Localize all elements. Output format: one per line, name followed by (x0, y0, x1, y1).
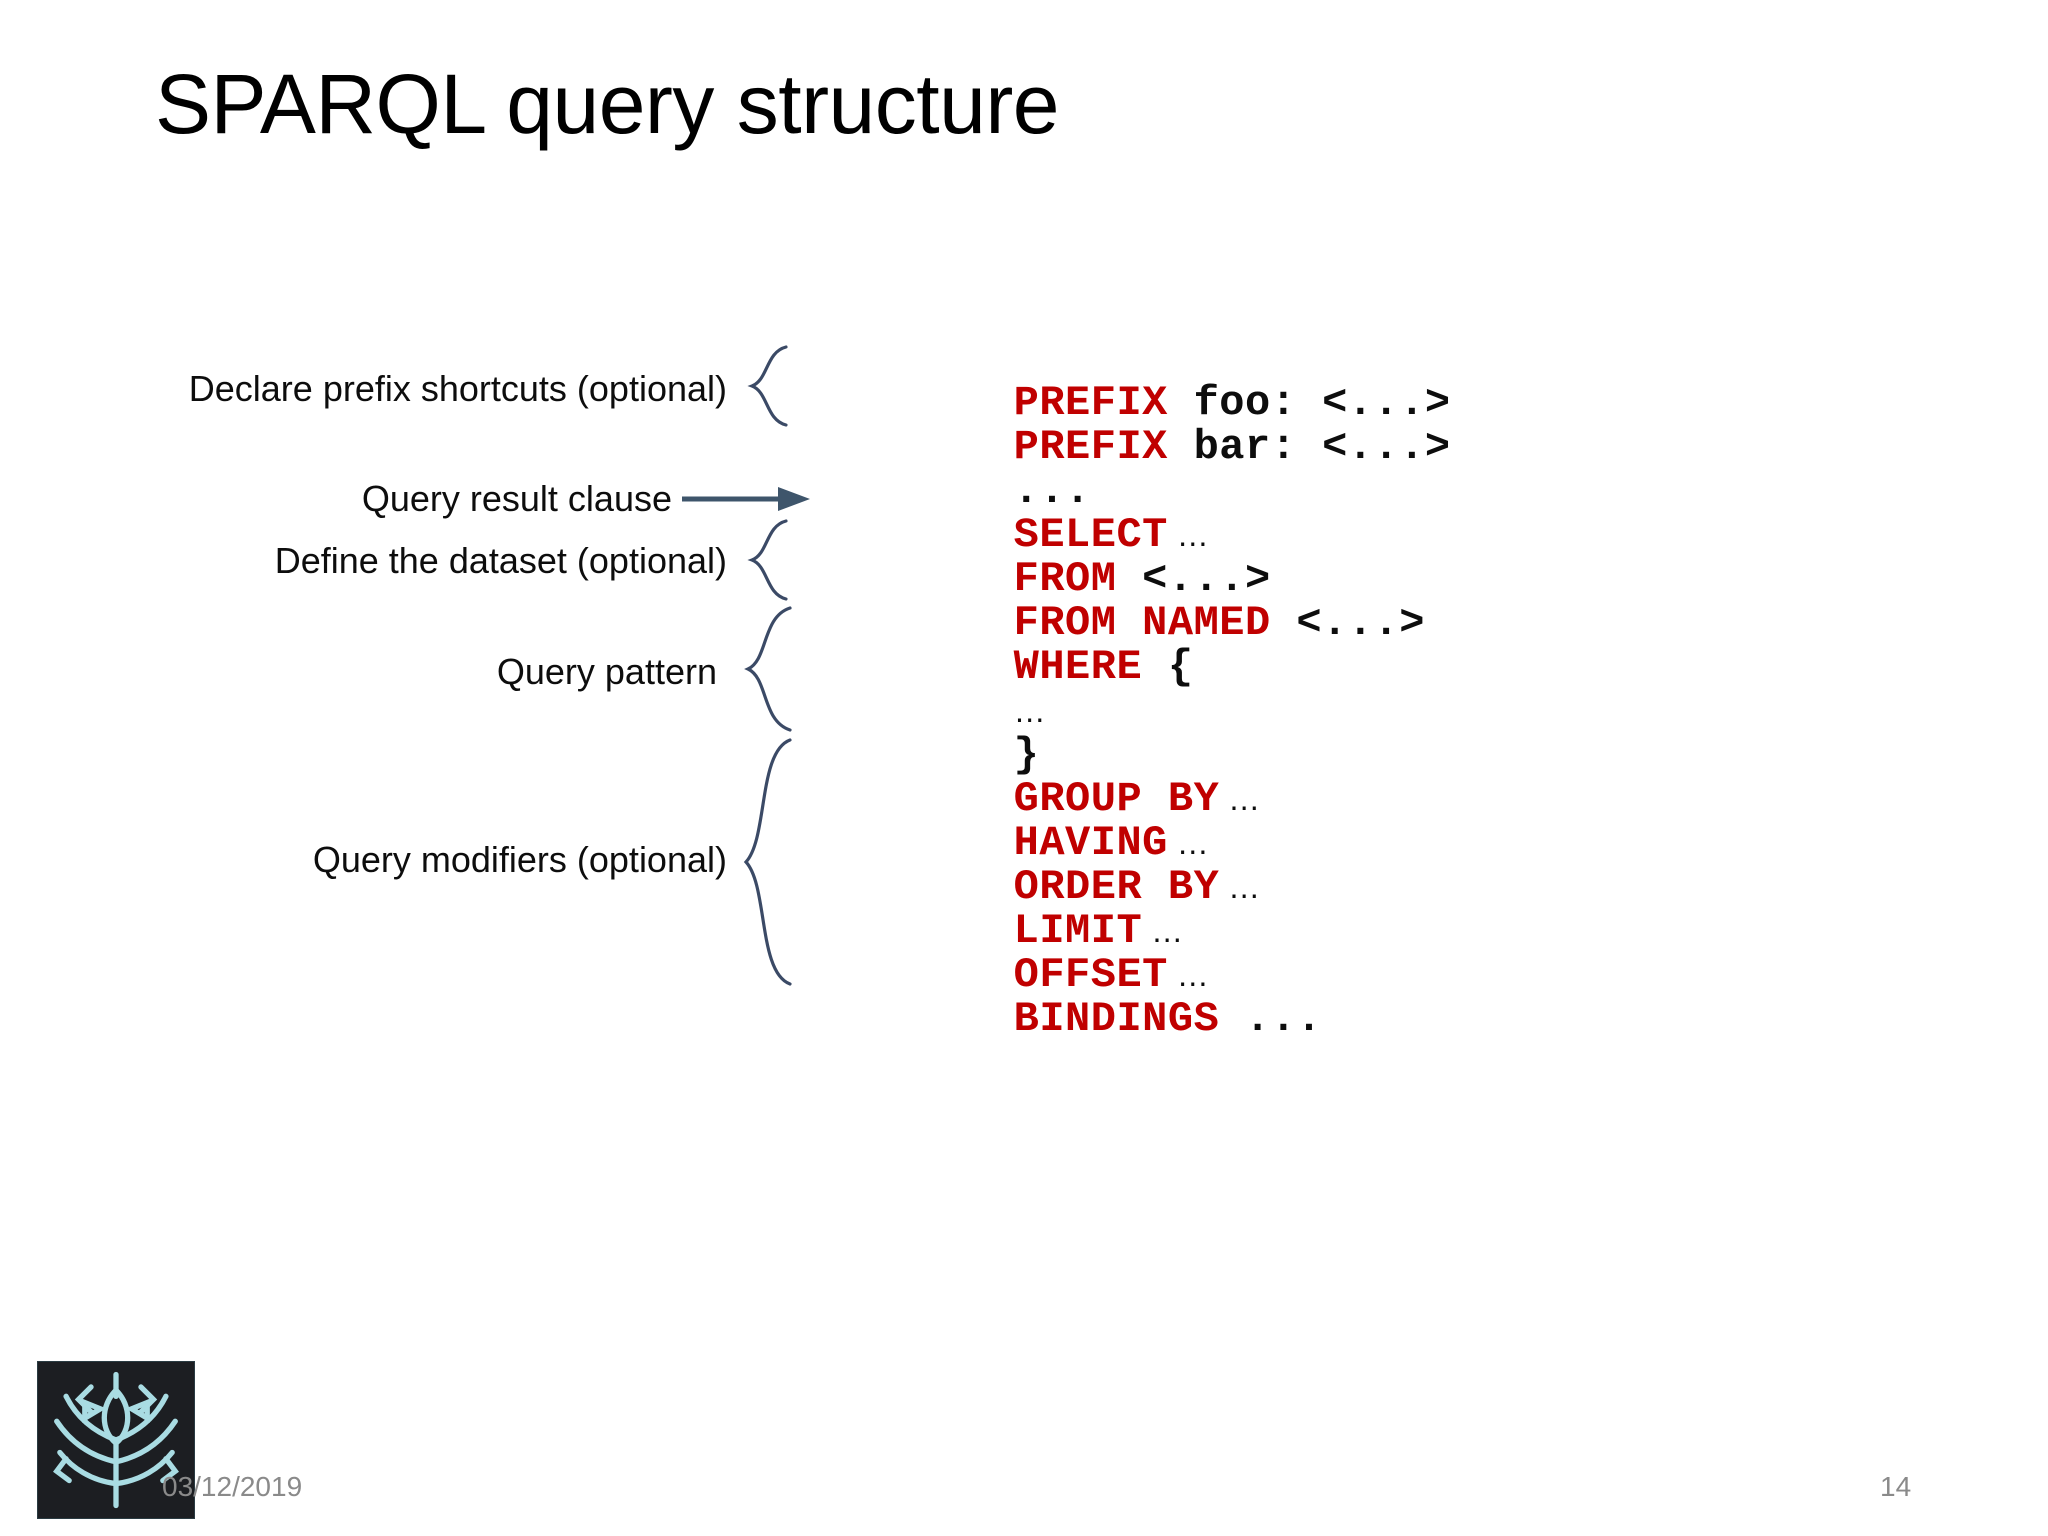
code-keyword: FROM NAMED (1013, 599, 1271, 647)
brace-prefix-icon (747, 345, 788, 427)
code-line-offset: OFFSET … (808, 909, 1508, 997)
code-line-from-named: FROM NAMED <...> (808, 557, 1508, 645)
code-keyword: OFFSET (1013, 951, 1168, 999)
code-rest: ... (1219, 995, 1323, 1043)
code-keyword: PREFIX (1013, 423, 1168, 471)
code-line-where-close: } (808, 689, 1508, 777)
page-number: 14 (1880, 1471, 1912, 1502)
code-keyword: PREFIX (1013, 379, 1168, 427)
code-line-prefix-more: ... (808, 425, 1508, 513)
annotation-label-result-clause: Query result clause (361, 478, 672, 519)
code-rest: foo: <...> (1167, 379, 1451, 427)
code-keyword: WHERE (1013, 643, 1143, 691)
brace-dataset-icon (747, 519, 788, 601)
code-ellipsis: … (1219, 869, 1261, 905)
code-rest: <...> (1116, 555, 1271, 603)
code-keyword: FROM (1013, 555, 1117, 603)
code-ellipsis: … (1167, 517, 1209, 553)
annotation-label-query-pattern: Query pattern (496, 651, 717, 692)
code-rest: } (1013, 731, 1040, 779)
brace-query-pattern-icon (744, 606, 792, 732)
code-ellipsis: … (1013, 693, 1046, 729)
code-keyword: LIMIT (1013, 907, 1143, 955)
code-line-where-body: … (808, 645, 1508, 729)
code-line-prefix-bar: PREFIX bar: <...> (808, 381, 1508, 469)
code-keyword: SELECT (1013, 511, 1168, 559)
code-line-order-by: ORDER BY … (808, 821, 1508, 909)
code-rest: { (1142, 643, 1194, 691)
code-line-where-open: WHERE { (808, 601, 1508, 689)
code-line-prefix-foo: PREFIX foo: <...> (808, 337, 1508, 425)
code-rest: bar: <...> (1167, 423, 1451, 471)
annotation-label-prefix: Declare prefix shortcuts (optional) (188, 368, 727, 409)
code-rest: ... (1013, 467, 1091, 515)
annotation-label-dataset: Define the dataset (optional) (274, 540, 727, 581)
code-ellipsis: … (1167, 825, 1209, 861)
code-ellipsis: … (1142, 913, 1184, 949)
sparql-code-block: PREFIX foo: <...> PREFIX bar: <...> ... … (808, 337, 1508, 1041)
code-line-select: SELECT … (808, 469, 1508, 557)
arrow-result-clause-icon (682, 487, 810, 511)
code-ellipsis: … (1219, 781, 1261, 817)
brace-query-modifiers-icon (743, 738, 792, 986)
logo-emblem-icon (38, 1362, 194, 1518)
footer-date: 03/12/2019 (162, 1471, 303, 1502)
institution-logo-icon (37, 1361, 195, 1519)
annotation-label-query-modifiers: Query modifiers (optional) (312, 839, 727, 880)
code-line-limit: LIMIT … (808, 865, 1508, 953)
code-keyword: ORDER BY (1013, 863, 1220, 911)
code-keyword: GROUP BY (1013, 775, 1220, 823)
code-keyword: HAVING (1013, 819, 1168, 867)
code-line-from: FROM <...> (808, 513, 1508, 601)
code-rest: <...> (1270, 599, 1425, 647)
page-title: SPARQL query structure (155, 57, 1060, 151)
code-line-bindings: BINDINGS ... (808, 953, 1508, 1041)
code-keyword: BINDINGS (1013, 995, 1220, 1043)
code-line-having: HAVING … (808, 777, 1508, 865)
code-line-group-by: GROUP BY … (808, 733, 1508, 821)
code-ellipsis: … (1167, 957, 1209, 993)
